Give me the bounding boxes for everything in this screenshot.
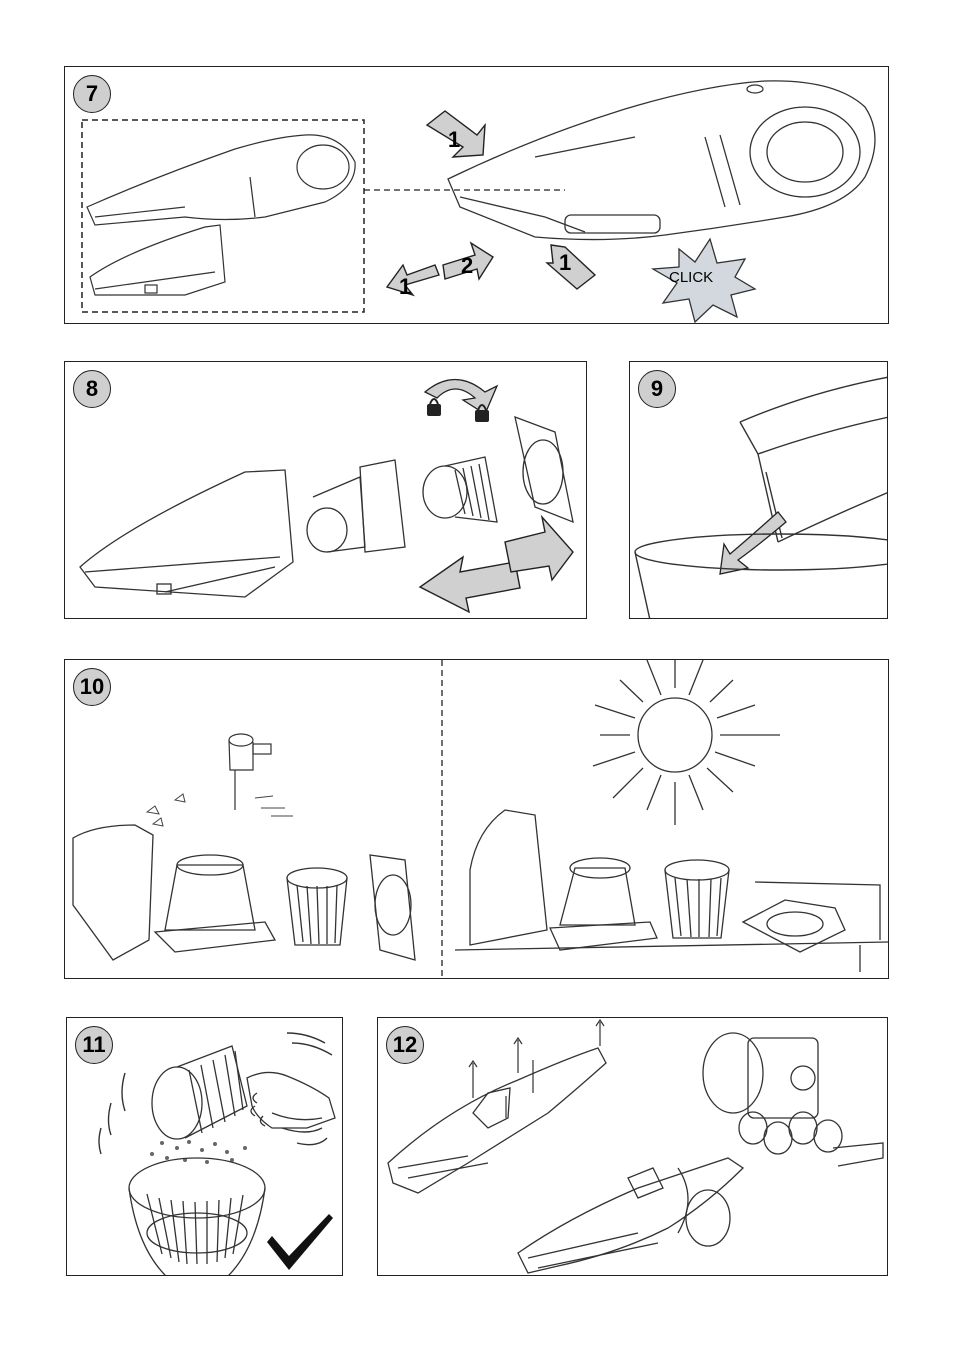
step-9-illustration [630, 362, 888, 619]
pour-arrow-icon [720, 512, 786, 574]
step-8-illustration [65, 362, 587, 619]
waste-bin-drawing [129, 1158, 265, 1276]
step-7-panel: 7 [64, 66, 889, 324]
dust-container-small-drawing [90, 225, 225, 295]
dust-container-tilted-drawing [740, 377, 888, 542]
pleated-filter-tapped-drawing [152, 1046, 247, 1139]
tap-drawing [229, 734, 271, 810]
arrow-step-label: 1 [559, 250, 571, 276]
step-12-panel: 12 [377, 1017, 888, 1276]
step-12-illustration [378, 1018, 888, 1276]
filter-frame-drawing [515, 417, 573, 522]
step-10-illustration [65, 660, 889, 979]
step-11-panel: 11 [66, 1017, 343, 1276]
vacuum-opened-drawing [388, 1048, 606, 1193]
washed-parts-drawing [73, 825, 415, 960]
step-9-panel: 9 [629, 361, 888, 619]
hand-drawing [247, 1072, 335, 1128]
checkmark-icon [267, 1214, 333, 1270]
dust-container-drawing [80, 470, 293, 597]
motion-lines-icon [99, 1033, 332, 1154]
vacuum-small-assembled-drawing [87, 135, 355, 225]
step-8-panel: 8 [64, 361, 587, 619]
dust-particles-icon [150, 1140, 247, 1164]
step-11-illustration [67, 1018, 343, 1276]
vacuum-large-drawing [448, 81, 875, 240]
click-label: CLICK [669, 269, 713, 286]
screw-marker-icons [469, 1020, 604, 1118]
water-drops-icon [147, 794, 293, 826]
arrow-step-label: 2 [461, 253, 473, 279]
direction-arrow-icons [420, 517, 573, 612]
step-10-panel: 10 [64, 659, 889, 979]
waste-bin-drawing [635, 534, 888, 619]
battery-pack-drawing [703, 1033, 883, 1166]
pleated-filter-drawing [423, 457, 497, 522]
step-7-illustration [65, 67, 889, 324]
arrow-step-label: 1 [448, 127, 460, 153]
drying-parts-drawing [455, 810, 889, 972]
vacuum-internal-drawing [518, 1158, 743, 1273]
arrow-step-label: 1 [399, 274, 411, 300]
filter-holder-drawing [307, 460, 405, 552]
sun-icon [593, 660, 780, 825]
